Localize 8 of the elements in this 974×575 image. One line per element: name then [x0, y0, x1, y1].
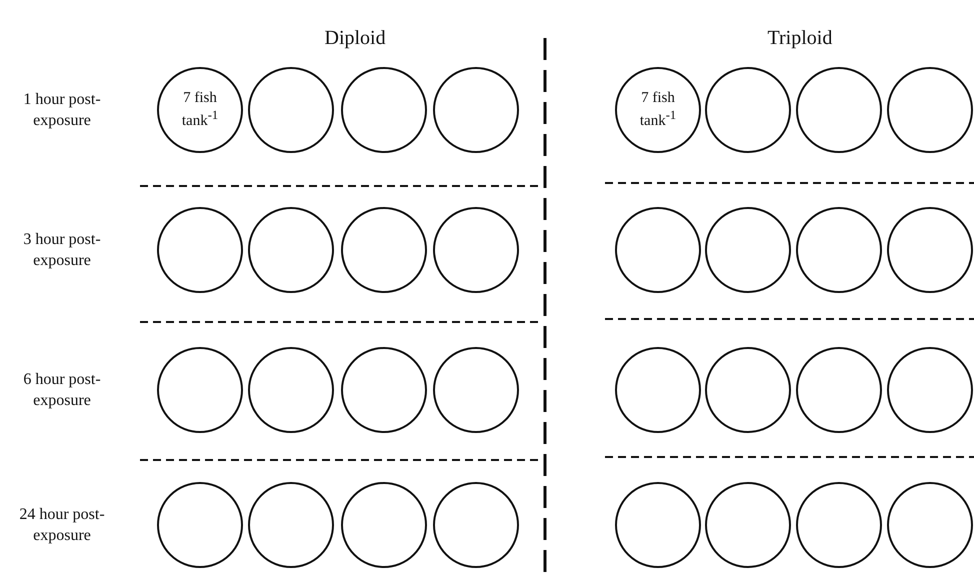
column-heading: Triploid	[768, 26, 832, 50]
row-label: 3 hour post-exposure	[22, 230, 102, 271]
tank-label: 7 fish tank$^{-1}$	[638, 90, 678, 130]
row-label: 24 hour post-exposure	[18, 505, 106, 546]
tank-label: 7 fish tank$^{-1}$	[180, 90, 220, 130]
row-label: 1 hour post-exposure	[22, 90, 102, 131]
row-label: 6 hour post-exposure	[22, 370, 102, 411]
column-heading: Diploid	[324, 26, 386, 50]
